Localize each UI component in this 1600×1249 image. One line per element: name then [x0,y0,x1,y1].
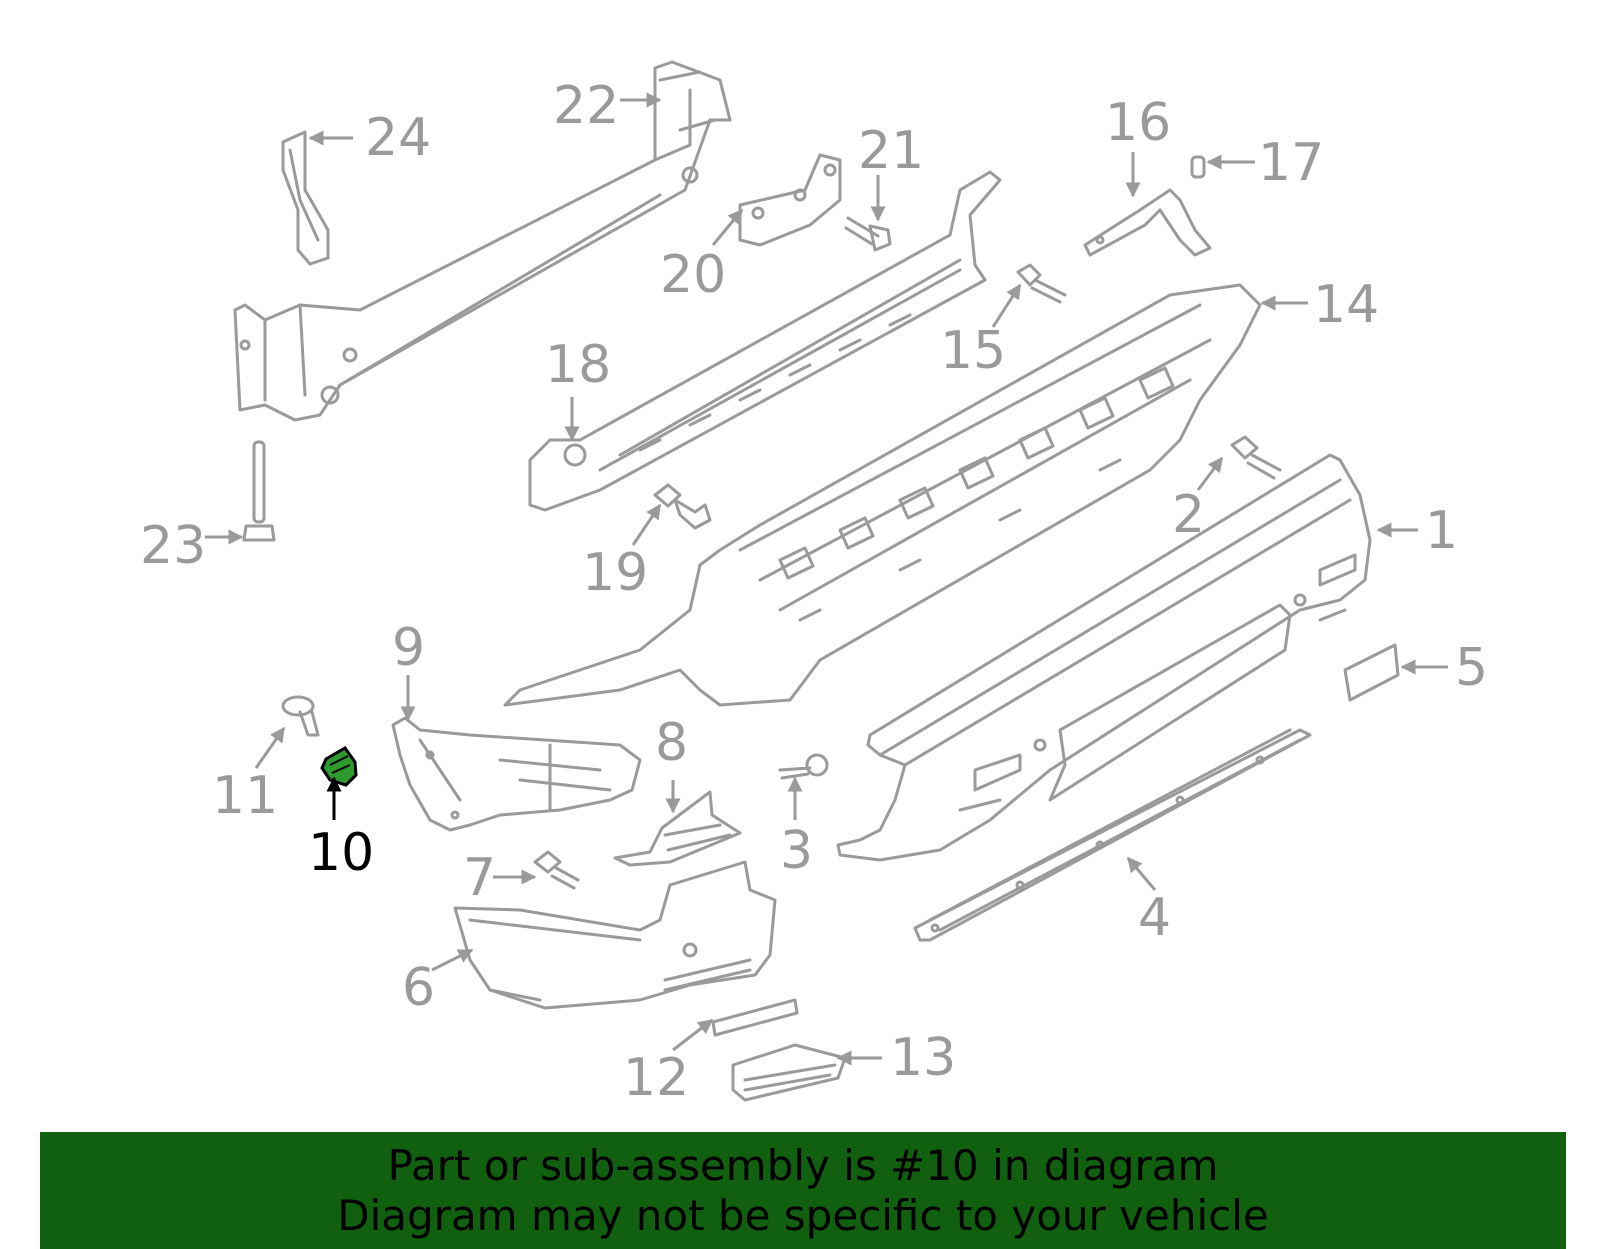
callout-9: 9 [392,618,425,678]
callout-23: 23 [140,516,206,576]
part-21-bolt [844,216,892,252]
part-16-bracket [1083,188,1212,257]
leader-lines [205,92,1448,1066]
callout-5: 5 [1455,638,1488,698]
callout-14: 14 [1313,275,1379,335]
callout-16: 16 [1105,93,1171,153]
banner-line-2: Diagram may not be specific to your vehi… [337,1190,1269,1240]
callout-22: 22 [553,76,619,136]
callout-3: 3 [780,821,813,881]
callout-7: 7 [463,848,496,908]
callout-6: 6 [402,958,435,1018]
part-7-bolt [533,850,580,890]
part-11-push-pin [281,695,320,737]
part-18-rail [528,170,1002,512]
part-13-trim [731,1043,847,1102]
part-24-bracket [281,130,330,266]
part-20-plate [738,153,842,247]
part-10-highlighted [320,746,358,787]
part-2-bolt [1230,435,1282,480]
part-14-absorber [503,283,1262,707]
callout-15: 15 [940,321,1006,381]
callout-8: 8 [655,713,688,773]
callout-19: 19 [582,543,648,603]
callout-2: 2 [1172,485,1205,545]
callout-11: 11 [212,766,278,826]
part-8-bracket [613,790,742,867]
callout-1: 1 [1425,501,1458,561]
callout-10: 10 [308,823,374,883]
part-6-corner-bumper [453,860,777,1010]
part-1-bumper-cover [836,453,1372,862]
callout-4: 4 [1138,888,1171,948]
banner-line-1: Part or sub-assembly is #10 in diagram [387,1140,1219,1190]
callout-18: 18 [545,335,611,395]
part-5-plate [1343,643,1400,702]
part-17-clip [1190,155,1206,179]
callout-20: 20 [660,245,726,305]
callout-12: 12 [623,1048,689,1108]
part-22-impact-beam [233,60,732,422]
info-banner: Part or sub-assembly is #10 in diagram D… [40,1132,1566,1249]
part-23-bolt [242,440,276,542]
part-4-lower-strip [913,728,1312,942]
callout-labels: 1 2 3 4 5 6 7 8 9 10 11 12 13 14 15 16 1… [140,76,1488,1108]
part-9-side-bracket [391,716,642,832]
part-19-bolt [653,483,712,530]
part-12-trim [711,998,799,1037]
callout-24: 24 [365,108,431,168]
part-15-bolt [1016,263,1067,304]
callout-13: 13 [890,1028,956,1088]
callout-21: 21 [858,121,924,181]
callout-17: 17 [1258,133,1324,193]
part-3-clip [778,753,829,780]
